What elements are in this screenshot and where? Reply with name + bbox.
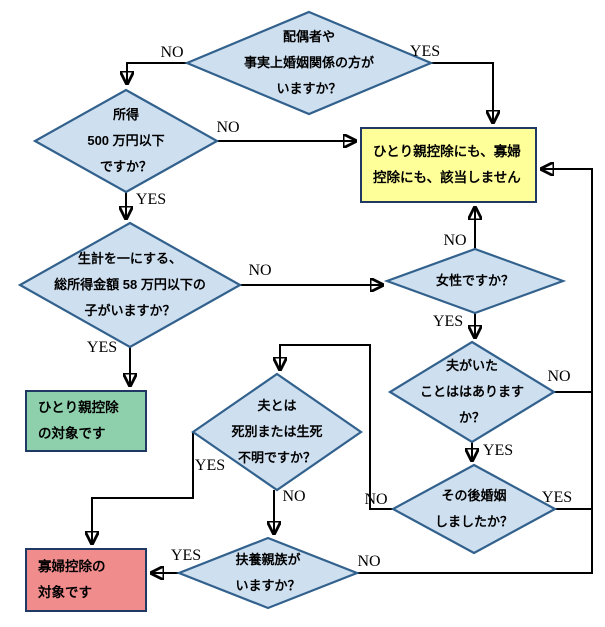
decision-widowed-shape — [191, 372, 363, 492]
edge-label-female-yes: YES — [432, 313, 464, 330]
edge-label-dependents-yes: YES — [170, 547, 202, 564]
edge-label-child-no: NO — [248, 262, 272, 279]
edge-label-remarried-yes: YES — [541, 489, 573, 506]
edge-dependents-no-rail — [357, 169, 593, 574]
result-not-eligible-line: ひとり親控除にも、寡婦 — [373, 144, 521, 159]
edge-label-remarried-no: NO — [364, 491, 388, 508]
edge-label-had-husband-no: NO — [547, 368, 571, 385]
result-single-parent-line: の対象です — [38, 426, 106, 441]
decision-income-shape — [32, 88, 220, 194]
result-widow-line: 寡婦控除の — [38, 559, 106, 574]
edge-label-widowed-yes: YES — [194, 457, 226, 474]
decision-had-husband-shape — [387, 340, 557, 444]
result-not-eligible-line: 控除にも、該当しません — [373, 170, 521, 185]
result-widow-line: 対象です — [38, 585, 92, 600]
result-widow-box: 寡婦控除の 対象です — [25, 548, 147, 612]
edge-label-widowed-no: NO — [282, 488, 306, 505]
edge-spouse-yes — [431, 62, 493, 122]
edge-label-had-husband-yes: YES — [482, 442, 514, 459]
edge-label-spouse-yes: YES — [409, 43, 441, 60]
decision-child-shape — [17, 221, 243, 349]
decision-dependents-shape — [175, 536, 361, 610]
edge-label-spouse-no: NO — [160, 44, 184, 61]
edge-label-child-yes: YES — [86, 339, 118, 356]
edge-remarried-no — [280, 344, 393, 510]
result-single-parent-box: ひとり親控除 の対象です — [25, 390, 147, 452]
edge-label-income-yes: YES — [135, 191, 167, 208]
decision-remarried-shape — [390, 463, 558, 555]
edge-label-female-no: NO — [443, 232, 467, 249]
edge-label-income-no: NO — [216, 119, 240, 136]
edge-spouse-no — [127, 62, 187, 83]
decision-spouse-shape — [184, 10, 434, 116]
result-single-parent-line: ひとり親控除 — [38, 400, 119, 415]
edge-widowed-yes — [92, 432, 194, 543]
decision-female-shape — [383, 247, 567, 315]
result-not-eligible-box: ひとり親控除にも、寡婦 控除にも、該当しません — [360, 127, 537, 203]
edge-label-dependents-no: NO — [357, 553, 381, 570]
